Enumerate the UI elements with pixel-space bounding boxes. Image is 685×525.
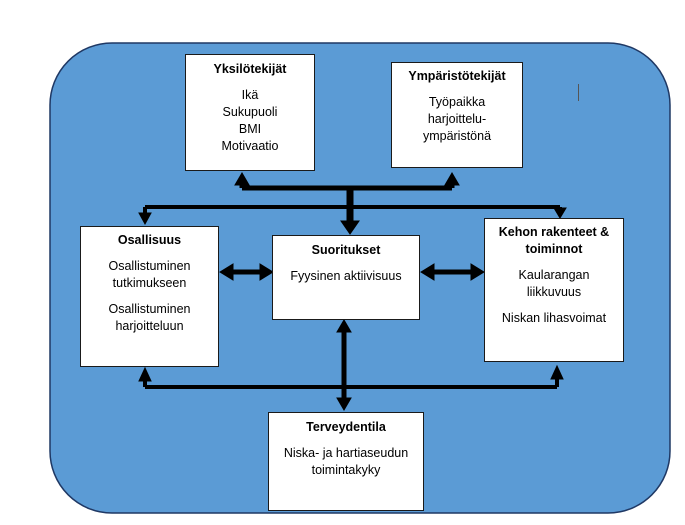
box-line: harjoittelu- [427,112,487,126]
box-yksilotekijat: Yksilötekijät Ikä Sukupuoli BMI Motivaat… [185,54,315,171]
box-suoritukset: Suoritukset Fyysinen aktiivisuus [272,235,420,320]
box-terveydentila: Terveydentila Niska- ja hartiaseudun toi… [268,412,424,511]
box-line: ympäristönä [422,129,492,143]
box-title: Osallisuus [117,233,182,247]
box-line: BMI [238,122,262,136]
box-line: Niskan lihasvoimat [501,311,607,325]
box-line: liikkuvuus [526,285,582,299]
box-line: harjoitteluun [115,319,184,333]
box-title: Terveydentila [306,420,386,434]
arrow-head-up-ymparisto [444,172,460,186]
arrow-head-right-kehon [470,263,485,281]
box-line: Sukupuoli [222,105,278,119]
box-title: Kehon rakenteet & [498,225,610,239]
box-line: tutkimukseen [112,276,187,290]
arrow-head-down-suoritukset [340,220,360,235]
box-line: Työpaikka [428,95,486,109]
box-title: Yksilötekijät [213,62,287,76]
box-line: Osallistuminen [108,259,191,273]
box-line: toimintakyky [311,463,381,477]
box-line: Osallistuminen [108,302,191,316]
arrow-head-down-terveydentila [336,397,352,411]
box-title: Ympäristötekijät [408,69,506,83]
box-line: Kaularangan [518,268,590,282]
arrow-head-right-suoritukset [259,263,274,281]
box-title: toiminnot [525,242,583,256]
box-title: Suoritukset [311,243,381,257]
box-line: Fyysinen aktiivisuus [290,269,402,283]
arrow-head-up-kehon [550,364,564,380]
box-osallisuus: Osallisuus Osallistuminen tutkimukseen O… [80,226,219,367]
box-ymparistotekijat: Ympäristötekijät Työpaikka harjoittelu- … [391,62,523,168]
arrow-head-up-yksilo [234,172,250,186]
arrows [138,172,567,411]
arrow-head-down-kehon [553,207,567,219]
box-line: Ikä [241,88,259,102]
cursor-mark [578,84,579,101]
arrow-head-left-osallisuus [219,263,234,281]
arrow-head-up-suoritukset [336,319,352,333]
arrow-head-left-suoritukset [420,263,435,281]
arrow-head-down-osallisuus [138,212,152,226]
arrow-head-up-osallisuus [138,366,152,382]
box-kehon-rakenteet: Kehon rakenteet & toiminnot Kaularangan … [484,218,624,362]
box-line: Motivaatio [221,139,279,153]
box-line: Niska- ja hartiaseudun [283,446,409,460]
